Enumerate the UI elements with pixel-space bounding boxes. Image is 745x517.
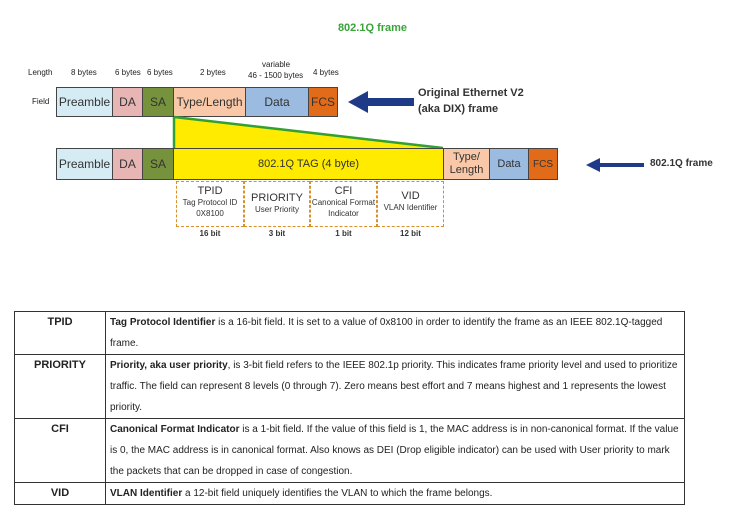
- top-da: DA: [112, 87, 143, 117]
- tag-insertion-wedge: [172, 115, 444, 150]
- row-term: Priority, aka user priority: [110, 360, 228, 371]
- subfield-tpid: TPID Tag Protocol ID 0X8100: [176, 181, 244, 227]
- subfield-cfi: CFI Canonical Format Indicator: [310, 181, 377, 227]
- size-preamble: 8 bytes: [71, 68, 97, 77]
- bottom-type-line2: Length: [449, 164, 484, 176]
- size-type: 2 bytes: [200, 68, 226, 77]
- row-key: PRIORITY: [14, 354, 106, 419]
- row-description: Tag Protocol Identifier is a 16-bit fiel…: [105, 311, 685, 355]
- row-description: VLAN Identifier a 12-bit field uniquely …: [105, 482, 685, 505]
- bits-tpid: 16 bit: [199, 229, 221, 238]
- field-label: Field: [32, 97, 50, 106]
- original-frame-caption-2: (aka DIX) frame: [418, 103, 499, 115]
- row-term: VLAN Identifier: [110, 488, 183, 499]
- subfield-vid-name: VID: [401, 190, 420, 202]
- size-data-variable: variable: [262, 60, 291, 69]
- left-arrow-icon: [348, 91, 414, 113]
- top-data: Data: [245, 87, 309, 117]
- 8021q-frame-caption: 802.1Q frame: [650, 158, 713, 169]
- subfield-tpid-desc-1: Tag Protocol ID: [182, 198, 238, 207]
- row-term: Tag Protocol Identifier: [110, 317, 216, 328]
- bottom-data: Data: [489, 148, 529, 180]
- subfield-priority-desc-1: User Priority: [254, 205, 299, 214]
- row-description: Priority, aka user priority, is 3-bit fi…: [105, 354, 685, 419]
- subfield-vid-desc-1: VLAN Identifier: [383, 203, 438, 212]
- row-term: Canonical Format Indicator: [110, 424, 240, 435]
- bits-cfi: 1 bit: [335, 229, 352, 238]
- bottom-da: DA: [112, 148, 143, 180]
- row-key: VID: [14, 482, 106, 505]
- top-preamble: Preamble: [56, 87, 113, 117]
- length-label: Length: [28, 68, 53, 77]
- bottom-preamble: Preamble: [56, 148, 113, 180]
- original-frame-caption-1: Original Ethernet V2: [418, 87, 524, 99]
- subfield-tpid-name: TPID: [197, 185, 223, 197]
- subfield-tpid-desc-2: 0X8100: [196, 209, 224, 218]
- row-key: CFI: [14, 418, 106, 483]
- subfield-cfi-name: CFI: [334, 185, 353, 197]
- size-fcs: 4 bytes: [313, 68, 339, 77]
- size-sa: 6 bytes: [147, 68, 173, 77]
- bottom-sa: SA: [142, 148, 174, 180]
- bits-priority: 3 bit: [268, 229, 286, 238]
- row-text: , is 3-bit field refers to the IEEE 802.…: [110, 360, 678, 413]
- bottom-8021q-tag: 802.1Q TAG (4 byte): [173, 148, 444, 180]
- subfield-priority: PRIORITY User Priority: [244, 181, 310, 227]
- diagram-title: 802.1Q frame: [337, 22, 408, 34]
- size-data-range: 46 - 1500 bytes: [248, 71, 304, 80]
- subfield-cfi-desc-1: Canonical Format: [311, 198, 376, 207]
- bottom-fcs: FCS: [528, 148, 558, 180]
- top-type-length: Type/Length: [173, 87, 246, 117]
- size-da: 6 bytes: [115, 68, 141, 77]
- table-row: PRIORITY Priority, aka user priority, is…: [14, 354, 685, 419]
- bits-vid: 12 bit: [400, 229, 421, 238]
- row-key: TPID: [14, 311, 106, 355]
- table-row: VID VLAN Identifier a 12-bit field uniqu…: [14, 482, 685, 505]
- top-fcs: FCS: [308, 87, 338, 117]
- table-row: CFI Canonical Format Indicator is a 1-bi…: [14, 418, 685, 483]
- field-description-table: TPID Tag Protocol Identifier is a 16-bit…: [14, 311, 685, 505]
- row-text: is a 1-bit field. If the value of this f…: [110, 424, 679, 477]
- subfield-vid: VID VLAN Identifier: [377, 181, 444, 227]
- row-description: Canonical Format Indicator is a 1-bit fi…: [105, 418, 685, 483]
- table-row: TPID Tag Protocol Identifier is a 16-bit…: [14, 311, 685, 355]
- subfield-cfi-desc-2: Indicator: [328, 209, 359, 218]
- left-arrow-icon: [586, 158, 644, 172]
- bottom-type-length: Type/ Length: [443, 148, 490, 180]
- row-text: a 12-bit field uniquely identifies the V…: [182, 488, 493, 499]
- row-text: is a 16-bit field. It is set to a value …: [110, 317, 663, 349]
- bottom-type-line1: Type/: [453, 151, 480, 163]
- subfield-priority-name: PRIORITY: [251, 192, 303, 204]
